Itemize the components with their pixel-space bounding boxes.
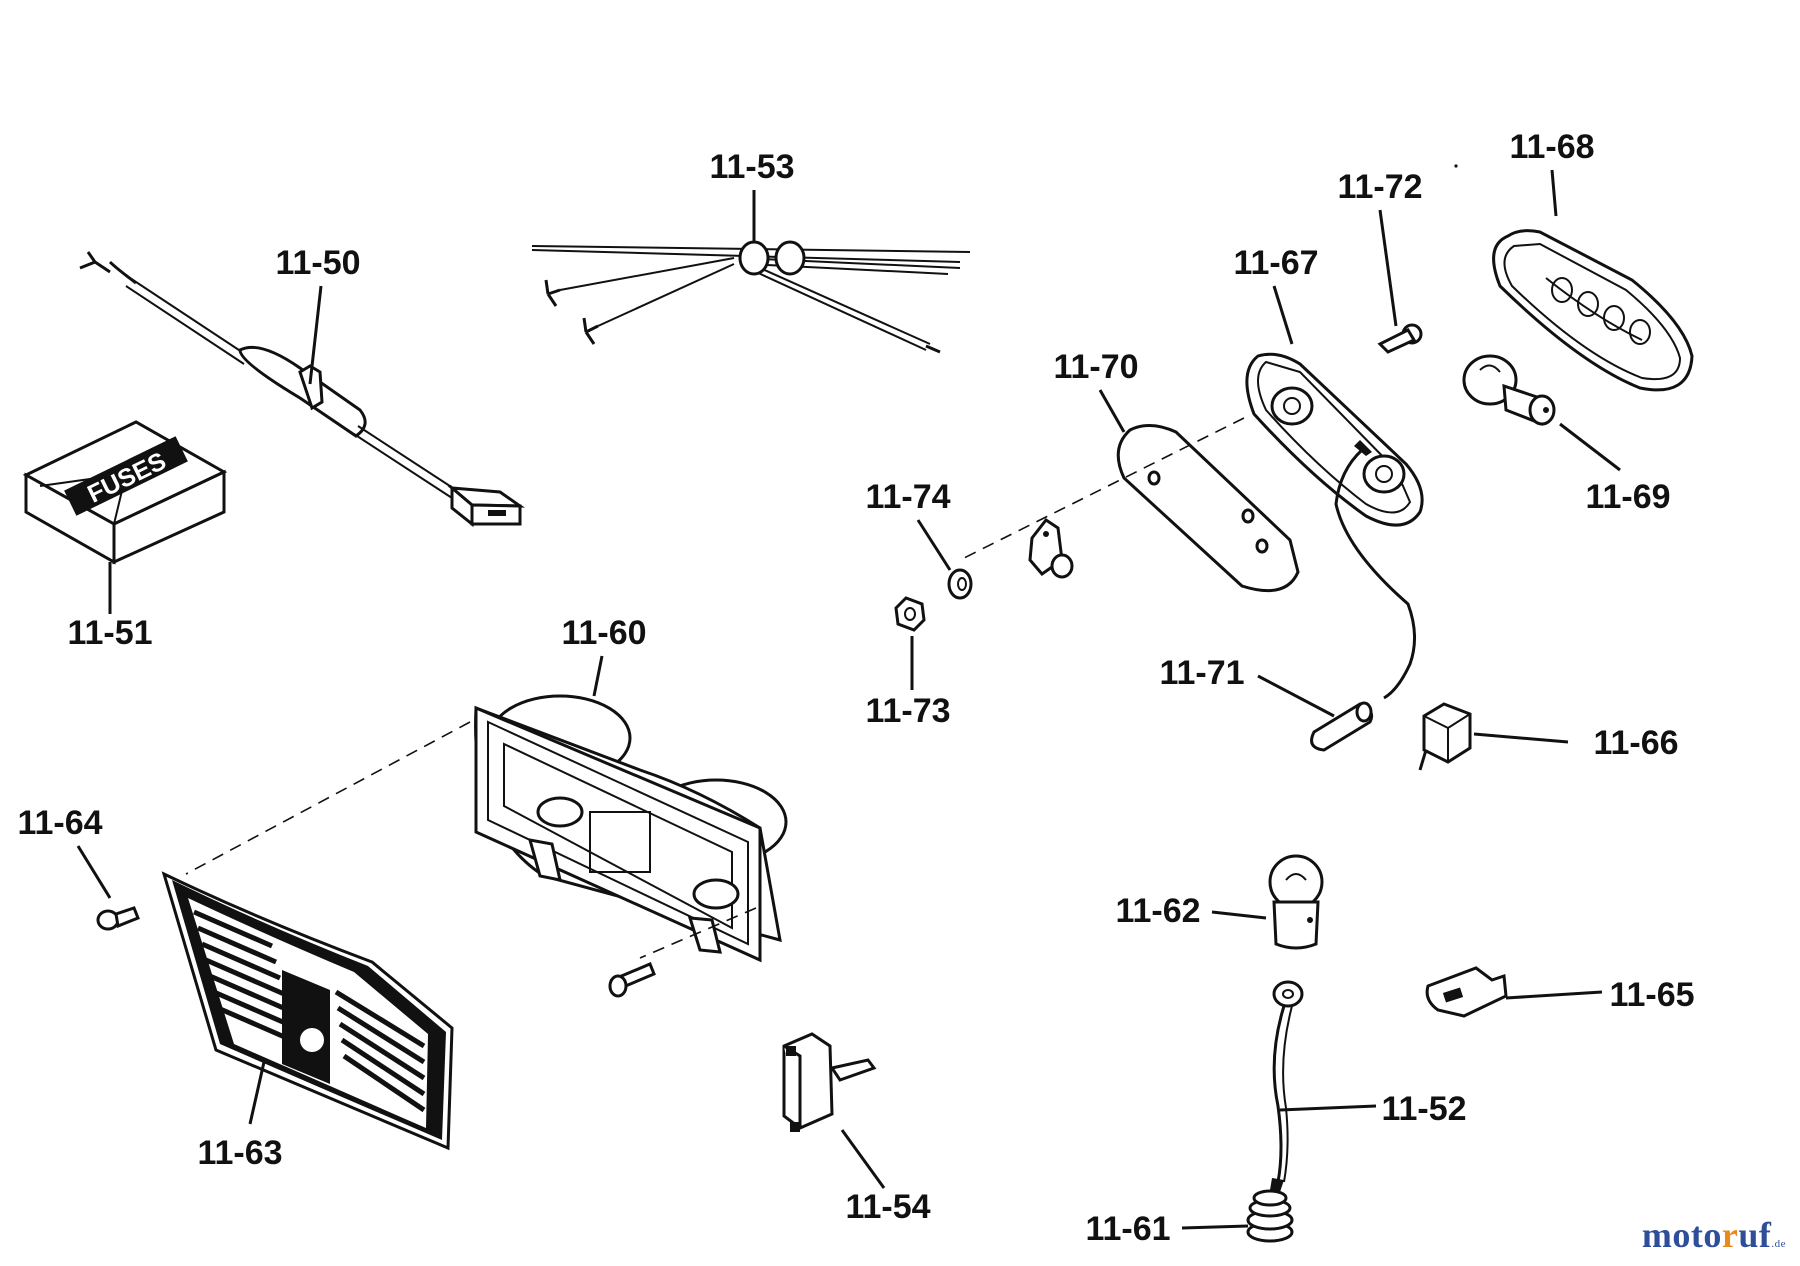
part-lens-screw <box>1377 323 1423 354</box>
callout-11-61: 11-61 <box>1085 1210 1249 1248</box>
assembly-line-screw <box>639 907 757 959</box>
label-11-50: 11-50 <box>275 244 360 282</box>
part-fuses-box: FUSES <box>22 420 228 565</box>
label-11-62: 11-62 <box>1115 892 1200 930</box>
part-grille-screw <box>96 906 140 931</box>
part-mounting-bracket <box>1028 517 1074 579</box>
label-11-71: 11-71 <box>1159 654 1244 692</box>
label-11-64: 11-64 <box>17 804 102 842</box>
callout-11-65: 11-65 <box>1505 976 1695 1014</box>
assembly-line-grille <box>185 721 471 875</box>
part-socket-spring <box>1246 1189 1294 1243</box>
part-toggle-switch <box>782 1032 877 1132</box>
assembly-line-bracket <box>959 417 1245 561</box>
callout-11-52: 11-52 <box>1279 1090 1467 1128</box>
callout-11-64: 11-64 <box>17 804 112 899</box>
label-11-73: 11-73 <box>865 692 950 730</box>
label-11-61: 11-61 <box>1085 1210 1170 1248</box>
callout-11-54: 11-54 <box>840 1129 931 1226</box>
callout-11-51: 11-51 <box>67 562 153 652</box>
label-11-69: 11-69 <box>1585 478 1670 516</box>
callout-11-62: 11-62 <box>1115 892 1267 930</box>
callout-11-74: 11-74 <box>865 478 952 571</box>
label-11-54: 11-54 <box>845 1188 930 1226</box>
part-tail-light-gasket <box>1116 424 1300 593</box>
callout-11-63: 11-63 <box>197 1061 283 1172</box>
part-connector-sleeve <box>1310 701 1374 752</box>
callout-11-60: 11-60 <box>561 614 647 697</box>
callout-11-50: 11-50 <box>275 244 361 385</box>
part-grille <box>161 871 454 1151</box>
callout-11-73: 11-73 <box>865 636 951 730</box>
callout-11-68: 11-68 <box>1509 128 1595 217</box>
part-lock-washer <box>947 568 973 600</box>
callout-11-71: 11-71 <box>1159 654 1335 718</box>
part-bulb-connector <box>1425 966 1508 1018</box>
part-wire-clip <box>1418 702 1472 771</box>
watermark-text-accent: r <box>1721 1215 1739 1255</box>
label-11-74: 11-74 <box>865 478 950 516</box>
label-11-72: 11-72 <box>1337 168 1422 206</box>
stray-dot <box>1454 164 1458 168</box>
label-11-60: 11-60 <box>561 614 646 652</box>
part-wiring-harness <box>531 240 971 354</box>
part-tail-light-base <box>1245 352 1424 700</box>
label-11-52: 11-52 <box>1381 1090 1466 1128</box>
label-11-63: 11-63 <box>197 1134 282 1172</box>
watermark-text-left: moto <box>1641 1215 1722 1255</box>
callout-11-53: 11-53 <box>709 148 795 242</box>
part-socket-wire <box>1270 980 1304 1192</box>
motoruf-watermark: motoruf.de <box>1642 1214 1786 1256</box>
label-11-66: 11-66 <box>1593 724 1678 762</box>
callout-11-66: 11-66 <box>1473 724 1679 762</box>
callout-11-70: 11-70 <box>1053 348 1139 433</box>
part-hex-nut <box>894 596 926 632</box>
watermark-text-right: uf <box>1738 1215 1772 1255</box>
part-tail-light-lens <box>1492 229 1694 392</box>
label-11-53: 11-53 <box>709 148 794 186</box>
label-11-68: 11-68 <box>1509 128 1594 166</box>
part-housing-bolt <box>608 962 656 998</box>
label-11-65: 11-65 <box>1609 976 1694 1014</box>
callout-11-67: 11-67 <box>1233 244 1319 345</box>
part-tail-light-bulb <box>1462 354 1556 426</box>
label-11-67: 11-67 <box>1233 244 1318 282</box>
label-11-70: 11-70 <box>1053 348 1138 386</box>
callout-11-72: 11-72 <box>1337 168 1423 327</box>
callout-11-69: 11-69 <box>1559 422 1671 516</box>
part-headlight-bulb <box>1268 854 1324 950</box>
part-fuse-holder-wire <box>79 251 525 528</box>
part-headlight-housing <box>474 694 788 963</box>
watermark-text-suffix: .de <box>1771 1238 1786 1250</box>
label-11-51: 11-51 <box>67 614 152 652</box>
